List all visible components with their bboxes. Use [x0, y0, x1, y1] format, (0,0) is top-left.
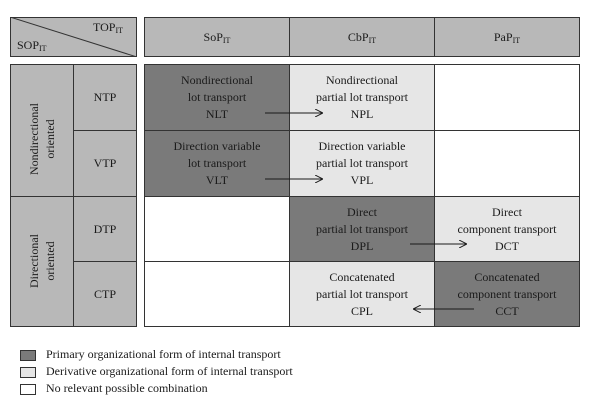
- corner-diagonal: [10, 17, 137, 57]
- col-header-sop: SoPIT: [144, 17, 290, 57]
- legend-swatch-derivative: [20, 367, 36, 378]
- group-directional: Directional oriented: [10, 196, 74, 327]
- sop-label: SOPIT: [17, 38, 47, 53]
- legend-derivative: Derivative organizational form of intern…: [46, 364, 293, 378]
- legend-none: No relevant possible combination: [46, 381, 208, 395]
- row-header-dtp: DTP: [73, 196, 137, 262]
- col-header-pap: PaPIT: [434, 17, 580, 57]
- col-header-cbp: CbPIT: [289, 17, 435, 57]
- cell-ctp-sop-empty: [144, 261, 290, 327]
- legend-swatch-none: [20, 384, 36, 395]
- legend-primary: Primary organizational form of internal …: [46, 347, 281, 361]
- top-label: TOPIT: [93, 20, 124, 35]
- group-nondirectional: Nondirectional oriented: [10, 64, 74, 197]
- legend-swatch-primary: [20, 350, 36, 361]
- corner-header: TOPIT SOPIT: [10, 17, 137, 57]
- row-header-ctp: CTP: [73, 261, 137, 327]
- cell-vtp-pap-empty: [434, 130, 580, 197]
